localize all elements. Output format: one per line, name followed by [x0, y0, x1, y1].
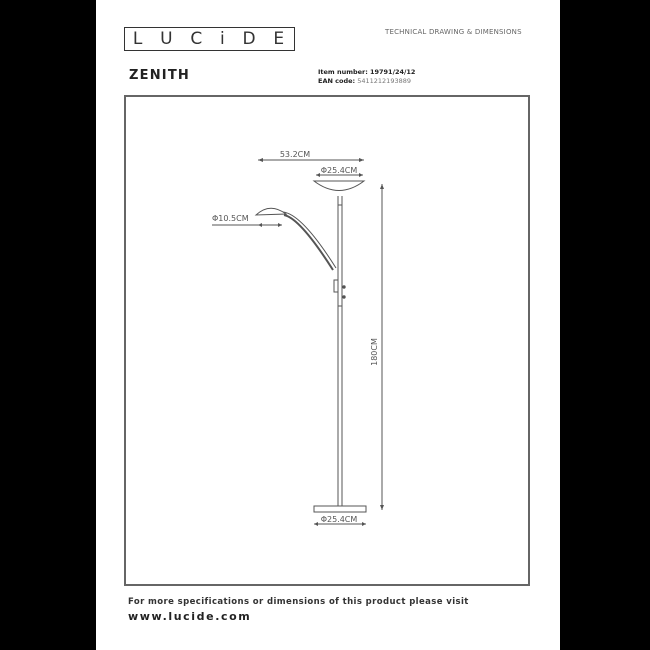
ean-row: EAN code: 5411212193889 [318, 77, 415, 86]
item-number-row: Item number: 19791/24/12 [318, 68, 415, 77]
reading-diameter-label: Φ10.5CM [212, 214, 249, 223]
product-name: ZENITH [129, 68, 190, 83]
product-meta: Item number: 19791/24/12 EAN code: 54112… [318, 68, 415, 86]
total-width-label: 53.2CM [280, 150, 310, 159]
item-number-label: Item number: [318, 68, 368, 76]
ean-label: EAN code: [318, 77, 356, 85]
logo-letter: i [219, 29, 227, 49]
logo-letter: E [273, 29, 287, 49]
logo-letter: C [190, 29, 205, 49]
base-diameter-label: Φ25.4CM [321, 515, 358, 524]
lucide-logo: L U C i D E [124, 27, 295, 51]
uplight-diameter-label: Φ25.4CM [321, 166, 358, 175]
item-number: 19791/24/12 [369, 68, 416, 76]
reading-light-head [254, 207, 288, 216]
ean-code: 5411212193889 [357, 77, 411, 85]
height-label: 180CM [370, 338, 379, 366]
drawing-frame [124, 95, 530, 586]
lamp-base [313, 505, 367, 513]
logo-letter: D [242, 29, 258, 49]
logo-letter: U [160, 29, 175, 49]
document-type: TECHNICAL DRAWING & DIMENSIONS [385, 28, 522, 36]
uplight-bowl [312, 180, 366, 191]
logo-letter: L [132, 29, 145, 49]
footer-text: For more specifications or dimensions of… [128, 597, 469, 607]
website-link[interactable]: www.lucide.com [128, 610, 252, 623]
spec-sheet-page [96, 0, 560, 650]
